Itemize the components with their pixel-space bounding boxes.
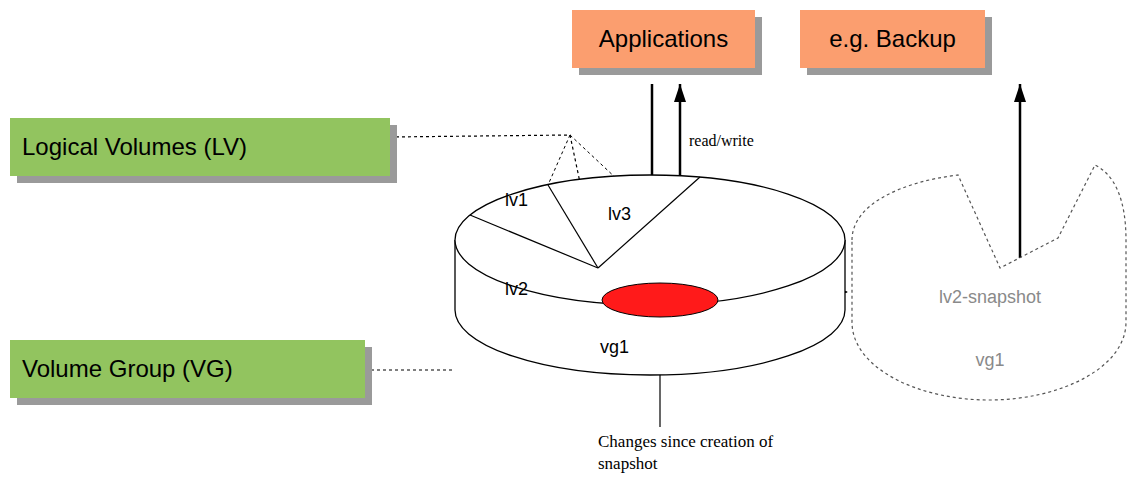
note-label: Changes since creation of snapshot (598, 431, 788, 475)
volume-group-cylinder: lv1 lv3 lv2 vg1 (450, 170, 850, 380)
label-box: Logical Volumes (LV) (10, 118, 390, 176)
leader-line (548, 135, 570, 185)
volume-divider (598, 177, 700, 268)
application-box: Applications (572, 10, 755, 68)
snapshot-cylinder (845, 158, 1130, 408)
box-label: e.g. Backup (829, 25, 956, 53)
changed-region (602, 283, 718, 317)
group-name: vg1 (975, 350, 1004, 372)
volume-name: lv3 (608, 204, 631, 226)
volume-name: lv2 (505, 279, 528, 301)
snapshot-outline (852, 165, 1126, 400)
label-box: Volume Group (VG) (10, 340, 365, 398)
box-label: Logical Volumes (LV) (22, 133, 247, 161)
volume-name: lv1 (505, 190, 528, 212)
volume-divider (470, 215, 598, 268)
volume-divider (548, 185, 598, 268)
dashed-connector (365, 369, 455, 370)
backup-box: e.g. Backup (800, 10, 985, 68)
snapshot-volume: lv2-snapshot vg1 (845, 158, 1130, 408)
box-label: Applications (599, 25, 728, 53)
edge-label: read/write (687, 132, 756, 150)
arrow-connector (1019, 84, 1022, 258)
snapshot-name: lv2-snapshot (939, 287, 1041, 309)
group-name: vg1 (600, 337, 629, 359)
box-label: Volume Group (VG) (22, 355, 233, 383)
